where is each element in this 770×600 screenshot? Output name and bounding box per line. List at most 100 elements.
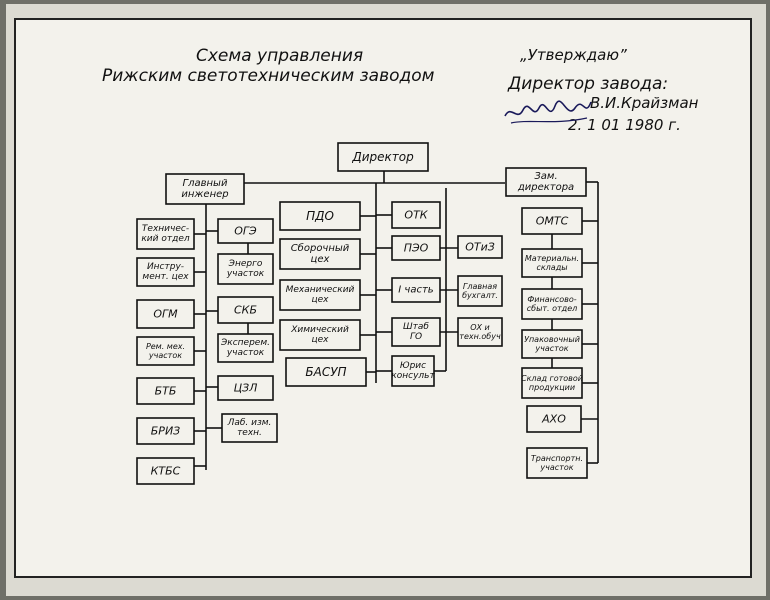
unit-transport-section-label: Транспортн. <box>531 454 583 463</box>
unit-tech-dept-label: Техничес- <box>142 224 189 234</box>
unit-repair-mech-frame <box>136 336 195 366</box>
unit-omts-frame <box>521 207 583 235</box>
unit-finance-sales-label: сбыт. отдел <box>527 304 578 313</box>
approval-date: 2. 1 01 1980 г. <box>568 116 681 134</box>
unit-repair-mech-label: Рем. мех. <box>146 342 185 351</box>
unit-energy-section-label: участок <box>226 269 265 279</box>
unit-peo-label: ПЭО <box>404 242 429 255</box>
unit-staff-go-label: ГО <box>410 332 422 342</box>
unit-otiz-label: ОТиЗ <box>465 241 495 254</box>
unit-boxes: ДиректорГлавныйинженерЗам.директораТехни… <box>136 142 588 485</box>
unit-oge-label: ОГЭ <box>234 225 257 238</box>
unit-skb-label: СКБ <box>234 304 257 317</box>
unit-aho-label: АХО <box>541 413 566 426</box>
unit-experimental-section-label: Эксперем. <box>220 338 270 348</box>
approval-role: Директор завода: <box>508 74 669 94</box>
unit-finished-goods-warehouse-label: продукции <box>529 383 575 392</box>
unit-chief-accountant-frame <box>457 275 503 307</box>
unit-assembly-shop-label: Сборочный <box>291 242 350 254</box>
unit-pdo: ПДО <box>279 201 361 231</box>
unit-material-warehouses-label: Материальн. <box>525 254 579 263</box>
unit-aho: АХО <box>526 405 582 433</box>
unit-experimental-section-frame <box>217 333 274 363</box>
unit-staff-go-frame <box>391 317 441 347</box>
unit-czl-label: ЦЗЛ <box>234 382 258 395</box>
connector-lines <box>194 171 599 470</box>
unit-transport-section: Транспортн.участок <box>526 447 588 479</box>
unit-finished-goods-warehouse-label: Склад готовой <box>521 374 583 383</box>
unit-briz-frame <box>136 417 195 445</box>
unit-transport-section-label: участок <box>539 463 573 472</box>
unit-chemical-shop-label: Химический <box>290 325 349 335</box>
unit-briz: БРИЗ <box>136 417 195 445</box>
unit-btb: БТБ <box>136 377 195 405</box>
unit-mechanical-shop-frame <box>279 279 361 311</box>
unit-staff-go-label: Штаб <box>403 322 429 332</box>
unit-labor-safety-label: ОХ и <box>470 323 490 332</box>
handwritten-signature <box>504 100 592 124</box>
unit-assembly-shop-label: цех <box>311 254 330 265</box>
unit-tech-dept: Техничес-кий отдел <box>136 218 195 250</box>
unit-otiz: ОТиЗ <box>457 235 503 259</box>
unit-experimental-section-label: участок <box>226 348 265 358</box>
unit-repair-mech-label: участок <box>148 351 182 360</box>
approval-quote: „Утверждаю” <box>520 46 627 64</box>
unit-lab-measure-label: техн. <box>237 428 262 438</box>
unit-chief-engineer-frame <box>165 173 245 205</box>
unit-chemical-shop-label: цех <box>312 335 330 345</box>
unit-lab-measure-label: Лаб. изм. <box>227 418 272 428</box>
unit-chemical-shop-frame <box>279 319 361 351</box>
title-line-2: Рижским светотехническим заводом <box>102 66 435 86</box>
unit-repair-mech: Рем. мех.участок <box>136 336 195 366</box>
unit-assembly-shop-frame <box>279 238 361 270</box>
unit-legal-consult-label: консульт <box>391 371 435 381</box>
unit-otk-label: ОТК <box>404 209 428 222</box>
unit-experimental-section: Эксперем.участок <box>217 333 274 363</box>
unit-chief-engineer-label: Главный <box>183 178 228 189</box>
unit-director-frame <box>337 142 429 172</box>
unit-finished-goods-warehouse-frame <box>521 367 583 399</box>
unit-ogm: ОГМ <box>136 299 195 329</box>
unit-oge: ОГЭ <box>217 218 274 244</box>
unit-ktbs-label: КТБС <box>151 465 181 478</box>
unit-tool-shop: Инстру-мент. цех <box>136 257 195 287</box>
unit-director: Директор <box>337 142 429 172</box>
unit-mechanical-shop-label: Механический <box>286 285 355 295</box>
unit-chief-accountant-label: бухгалт. <box>462 291 498 300</box>
unit-tech-dept-frame <box>136 218 195 250</box>
unit-ktbs: КТБС <box>136 457 195 485</box>
unit-deputy-director-label: директора <box>517 182 574 193</box>
unit-otk-frame <box>391 201 441 229</box>
unit-finance-sales-frame <box>521 288 583 320</box>
unit-director-label: Директор <box>351 150 414 164</box>
unit-material-warehouses-label: склады <box>536 263 567 272</box>
unit-deputy-director: Зам.директора <box>505 167 587 197</box>
unit-skb: СКБ <box>217 296 274 324</box>
unit-peo-frame <box>391 235 441 261</box>
unit-material-warehouses: Материальн.склады <box>521 248 583 278</box>
unit-transport-section-frame <box>526 447 588 479</box>
unit-finance-sales: Финансово-сбыт. отдел <box>521 288 583 320</box>
unit-btb-label: БТБ <box>155 385 177 398</box>
unit-ogm-frame <box>136 299 195 329</box>
unit-deputy-director-label: Зам. <box>534 171 557 182</box>
unit-skb-frame <box>217 296 274 324</box>
unit-tool-shop-label: мент. цех <box>142 272 189 282</box>
unit-packing-section-label: Упаковочный <box>524 335 580 344</box>
unit-peo: ПЭО <box>391 235 441 261</box>
unit-legal-consult-frame <box>391 355 435 387</box>
unit-labor-safety-frame <box>457 317 503 347</box>
unit-deputy-director-frame <box>505 167 587 197</box>
unit-oge-frame <box>217 218 274 244</box>
unit-otk: ОТК <box>391 201 441 229</box>
unit-chief-accountant-label: Главная <box>463 282 497 291</box>
